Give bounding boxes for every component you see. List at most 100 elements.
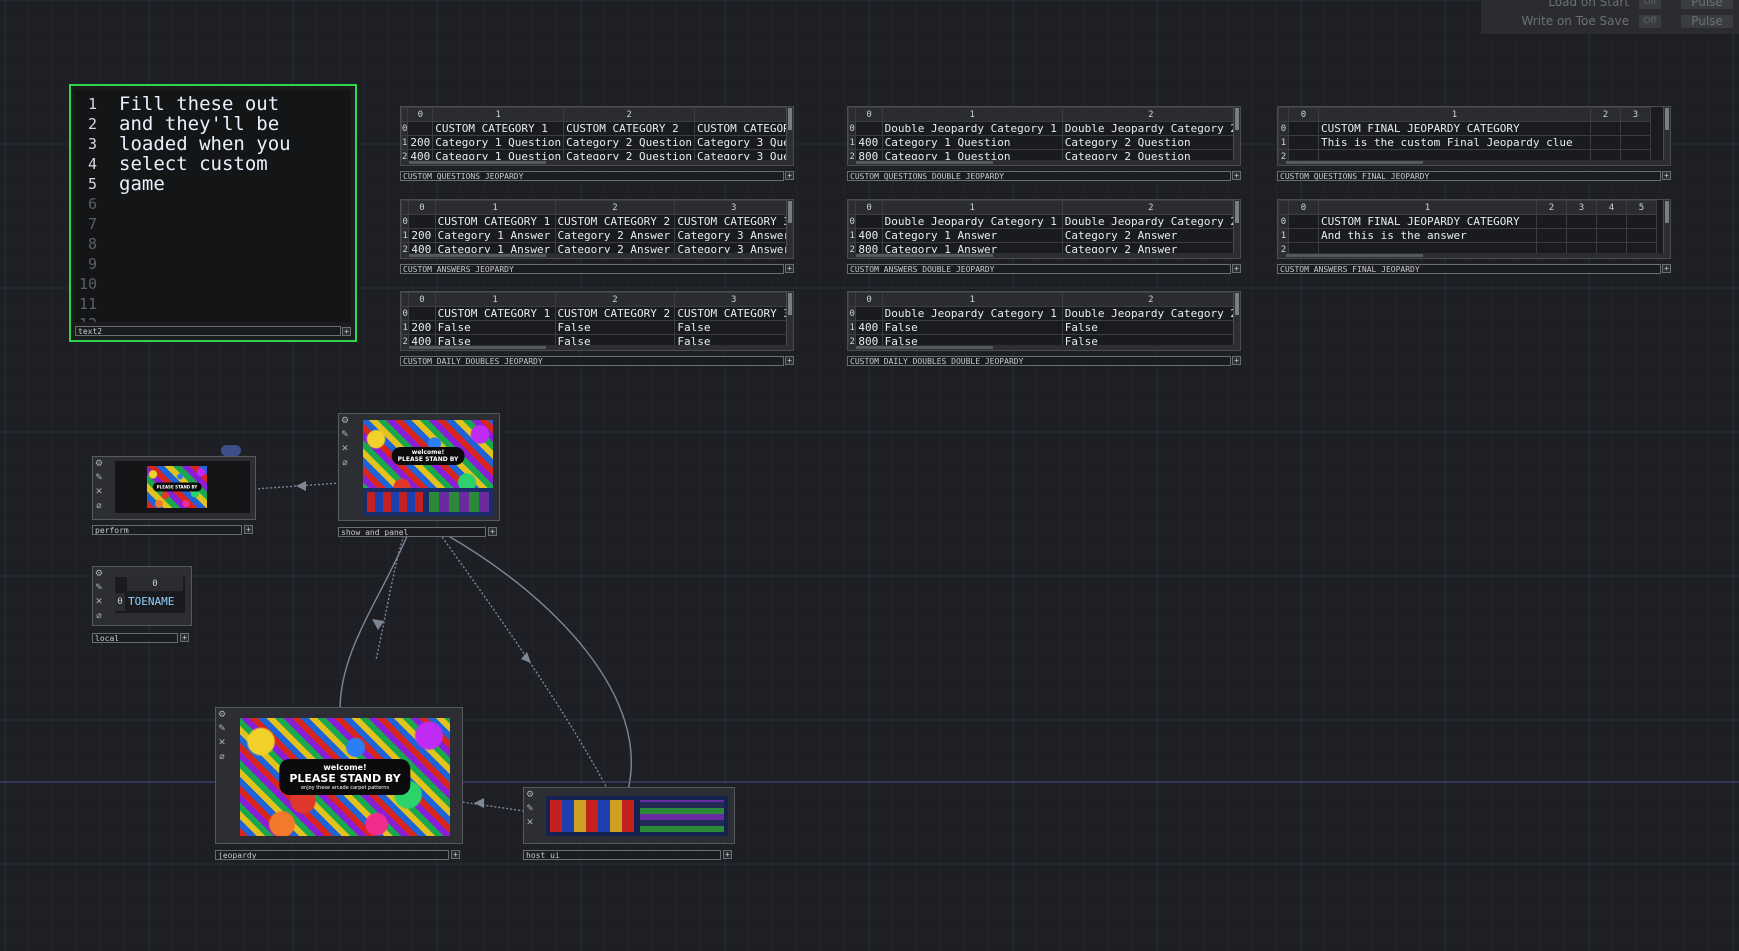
wire-show-to-jeopardy-dotted[interactable] bbox=[375, 531, 406, 661]
column-header[interactable]: 0 bbox=[408, 200, 436, 215]
vertical-scrollbar[interactable] bbox=[1663, 200, 1670, 258]
horizontal-scrollbar[interactable] bbox=[848, 253, 1240, 258]
column-header[interactable] bbox=[693, 107, 793, 122]
code-line[interactable]: and they'll be bbox=[119, 113, 280, 135]
bypass-icon[interactable]: ⌀ bbox=[96, 501, 102, 511]
op-name-cqdj[interactable]: CUSTOM_QUESTIONS_DOUBLE_JEOPARDY bbox=[847, 171, 1231, 181]
op-viewer-toggle-icon[interactable]: + bbox=[785, 264, 794, 273]
op-name-show-and-panel[interactable]: show_and_panel bbox=[338, 527, 486, 537]
bypass-icon[interactable]: ⌀ bbox=[342, 458, 348, 468]
table-cell[interactable]: 400 bbox=[855, 228, 883, 243]
node-show-and-panel[interactable]: ⚙✎✕⌀ welcome!PLEASE STAND BY bbox=[338, 413, 500, 521]
op-name-perform[interactable]: perform bbox=[92, 525, 242, 535]
op-name-jeopardy[interactable]: jeopardy bbox=[215, 850, 449, 860]
op-name-host-ui[interactable]: host_ui bbox=[523, 850, 721, 860]
gear-icon[interactable]: ⚙ bbox=[525, 790, 535, 800]
op-name-cddj[interactable]: CUSTOM_DAILY_DOUBLES_JEOPARDY bbox=[400, 356, 784, 366]
column-header[interactable]: 3 bbox=[1620, 107, 1651, 122]
vertical-scrollbar[interactable] bbox=[786, 107, 793, 165]
op-name-text2[interactable]: text2 bbox=[75, 326, 341, 336]
column-header[interactable]: 1 bbox=[881, 200, 1063, 215]
wire-show-to-host-dotted[interactable] bbox=[439, 533, 609, 791]
pin-icon[interactable]: ✎ bbox=[95, 583, 103, 593]
op-name-local[interactable]: local bbox=[92, 633, 178, 643]
horizontal-scrollbar[interactable] bbox=[848, 345, 1240, 350]
op-name-cqj[interactable]: CUSTOM_QUESTIONS_JEOPARDY bbox=[400, 171, 784, 181]
op-viewer-toggle-icon[interactable]: + bbox=[180, 633, 189, 642]
horizontal-scrollbar[interactable] bbox=[401, 253, 793, 258]
vertical-scrollbar[interactable] bbox=[1233, 292, 1240, 350]
column-header[interactable]: 2 bbox=[563, 107, 695, 122]
close-icon[interactable]: ✕ bbox=[95, 487, 103, 497]
column-header[interactable]: 1 bbox=[881, 292, 1063, 307]
vertical-scrollbar[interactable] bbox=[786, 292, 793, 350]
op-viewer-toggle-icon[interactable]: + bbox=[342, 327, 351, 336]
close-icon[interactable]: ✕ bbox=[341, 444, 349, 454]
op-name-cdddj[interactable]: CUSTOM_DAILY_DOUBLES_DOUBLE_JEOPARDY bbox=[847, 356, 1231, 366]
column-header[interactable]: 1 bbox=[432, 107, 565, 122]
comment-bubble-icon[interactable] bbox=[221, 445, 241, 456]
column-header[interactable]: 2 bbox=[1590, 107, 1621, 122]
gear-icon[interactable]: ⚙ bbox=[217, 710, 227, 720]
op-viewer-toggle-icon[interactable]: + bbox=[451, 850, 460, 859]
op-viewer-toggle-icon[interactable]: + bbox=[1232, 171, 1241, 180]
column-header[interactable]: 2 bbox=[1061, 292, 1240, 307]
wire-show-to-jeopardy[interactable] bbox=[339, 533, 409, 711]
column-header[interactable]: 2 bbox=[554, 200, 676, 215]
pin-icon[interactable]: ✎ bbox=[218, 724, 226, 734]
op-viewer-toggle-icon[interactable]: + bbox=[488, 527, 497, 536]
op-viewer-toggle-icon[interactable]: + bbox=[723, 850, 732, 859]
column-header[interactable]: 1 bbox=[434, 292, 556, 307]
pin-icon[interactable]: ✎ bbox=[95, 473, 103, 483]
load-on-start-toggle[interactable]: Off bbox=[1639, 0, 1661, 9]
op-viewer-toggle-icon[interactable]: + bbox=[785, 171, 794, 180]
load-on-start-pulse-button[interactable]: Pulse bbox=[1681, 0, 1733, 9]
bypass-icon[interactable]: ⌀ bbox=[96, 611, 102, 621]
column-header[interactable]: 2 bbox=[1061, 200, 1240, 215]
bypass-icon[interactable]: ⌀ bbox=[219, 752, 225, 762]
node-local[interactable]: ⚙✎✕⌀ 0 0 TOENAME bbox=[92, 566, 192, 626]
vertical-scrollbar[interactable] bbox=[1233, 200, 1240, 258]
write-on-toe-save-toggle[interactable]: Off bbox=[1639, 15, 1661, 28]
code-line[interactable]: select custom bbox=[119, 153, 268, 175]
op-viewer-toggle-icon[interactable]: + bbox=[785, 356, 794, 365]
horizontal-scrollbar[interactable] bbox=[401, 160, 793, 165]
gear-icon[interactable]: ⚙ bbox=[94, 459, 104, 469]
vertical-scrollbar[interactable] bbox=[1233, 107, 1240, 165]
vertical-scrollbar[interactable] bbox=[786, 200, 793, 258]
horizontal-scrollbar[interactable] bbox=[401, 345, 793, 350]
op-viewer-toggle-icon[interactable]: + bbox=[244, 525, 253, 534]
column-header[interactable]: 3 bbox=[674, 200, 793, 215]
column-header[interactable]: 0 bbox=[855, 200, 883, 215]
horizontal-scrollbar[interactable] bbox=[1278, 160, 1670, 165]
column-header[interactable]: 3 bbox=[1566, 200, 1597, 215]
column-header[interactable]: 3 bbox=[674, 292, 793, 307]
gear-icon[interactable]: ⚙ bbox=[340, 416, 350, 426]
write-on-toe-save-pulse-button[interactable]: Pulse bbox=[1681, 15, 1733, 28]
op-name-cqfj[interactable]: CUSTOM_QUESTIONS_FINAL_JEOPARDY bbox=[1277, 171, 1661, 181]
wire-show-to-host[interactable] bbox=[444, 533, 633, 791]
pin-icon[interactable]: ✎ bbox=[526, 804, 534, 814]
op-name-caj[interactable]: CUSTOM_ANSWERS_JEOPARDY bbox=[400, 264, 784, 274]
horizontal-scrollbar[interactable] bbox=[848, 160, 1240, 165]
op-viewer-toggle-icon[interactable]: + bbox=[1232, 356, 1241, 365]
op-name-cadj[interactable]: CUSTOM_ANSWERS_DOUBLE_JEOPARDY bbox=[847, 264, 1231, 274]
op-viewer-toggle-icon[interactable]: + bbox=[1662, 264, 1671, 273]
op-viewer-toggle-icon[interactable]: + bbox=[1232, 264, 1241, 273]
close-icon[interactable]: ✕ bbox=[95, 597, 103, 607]
